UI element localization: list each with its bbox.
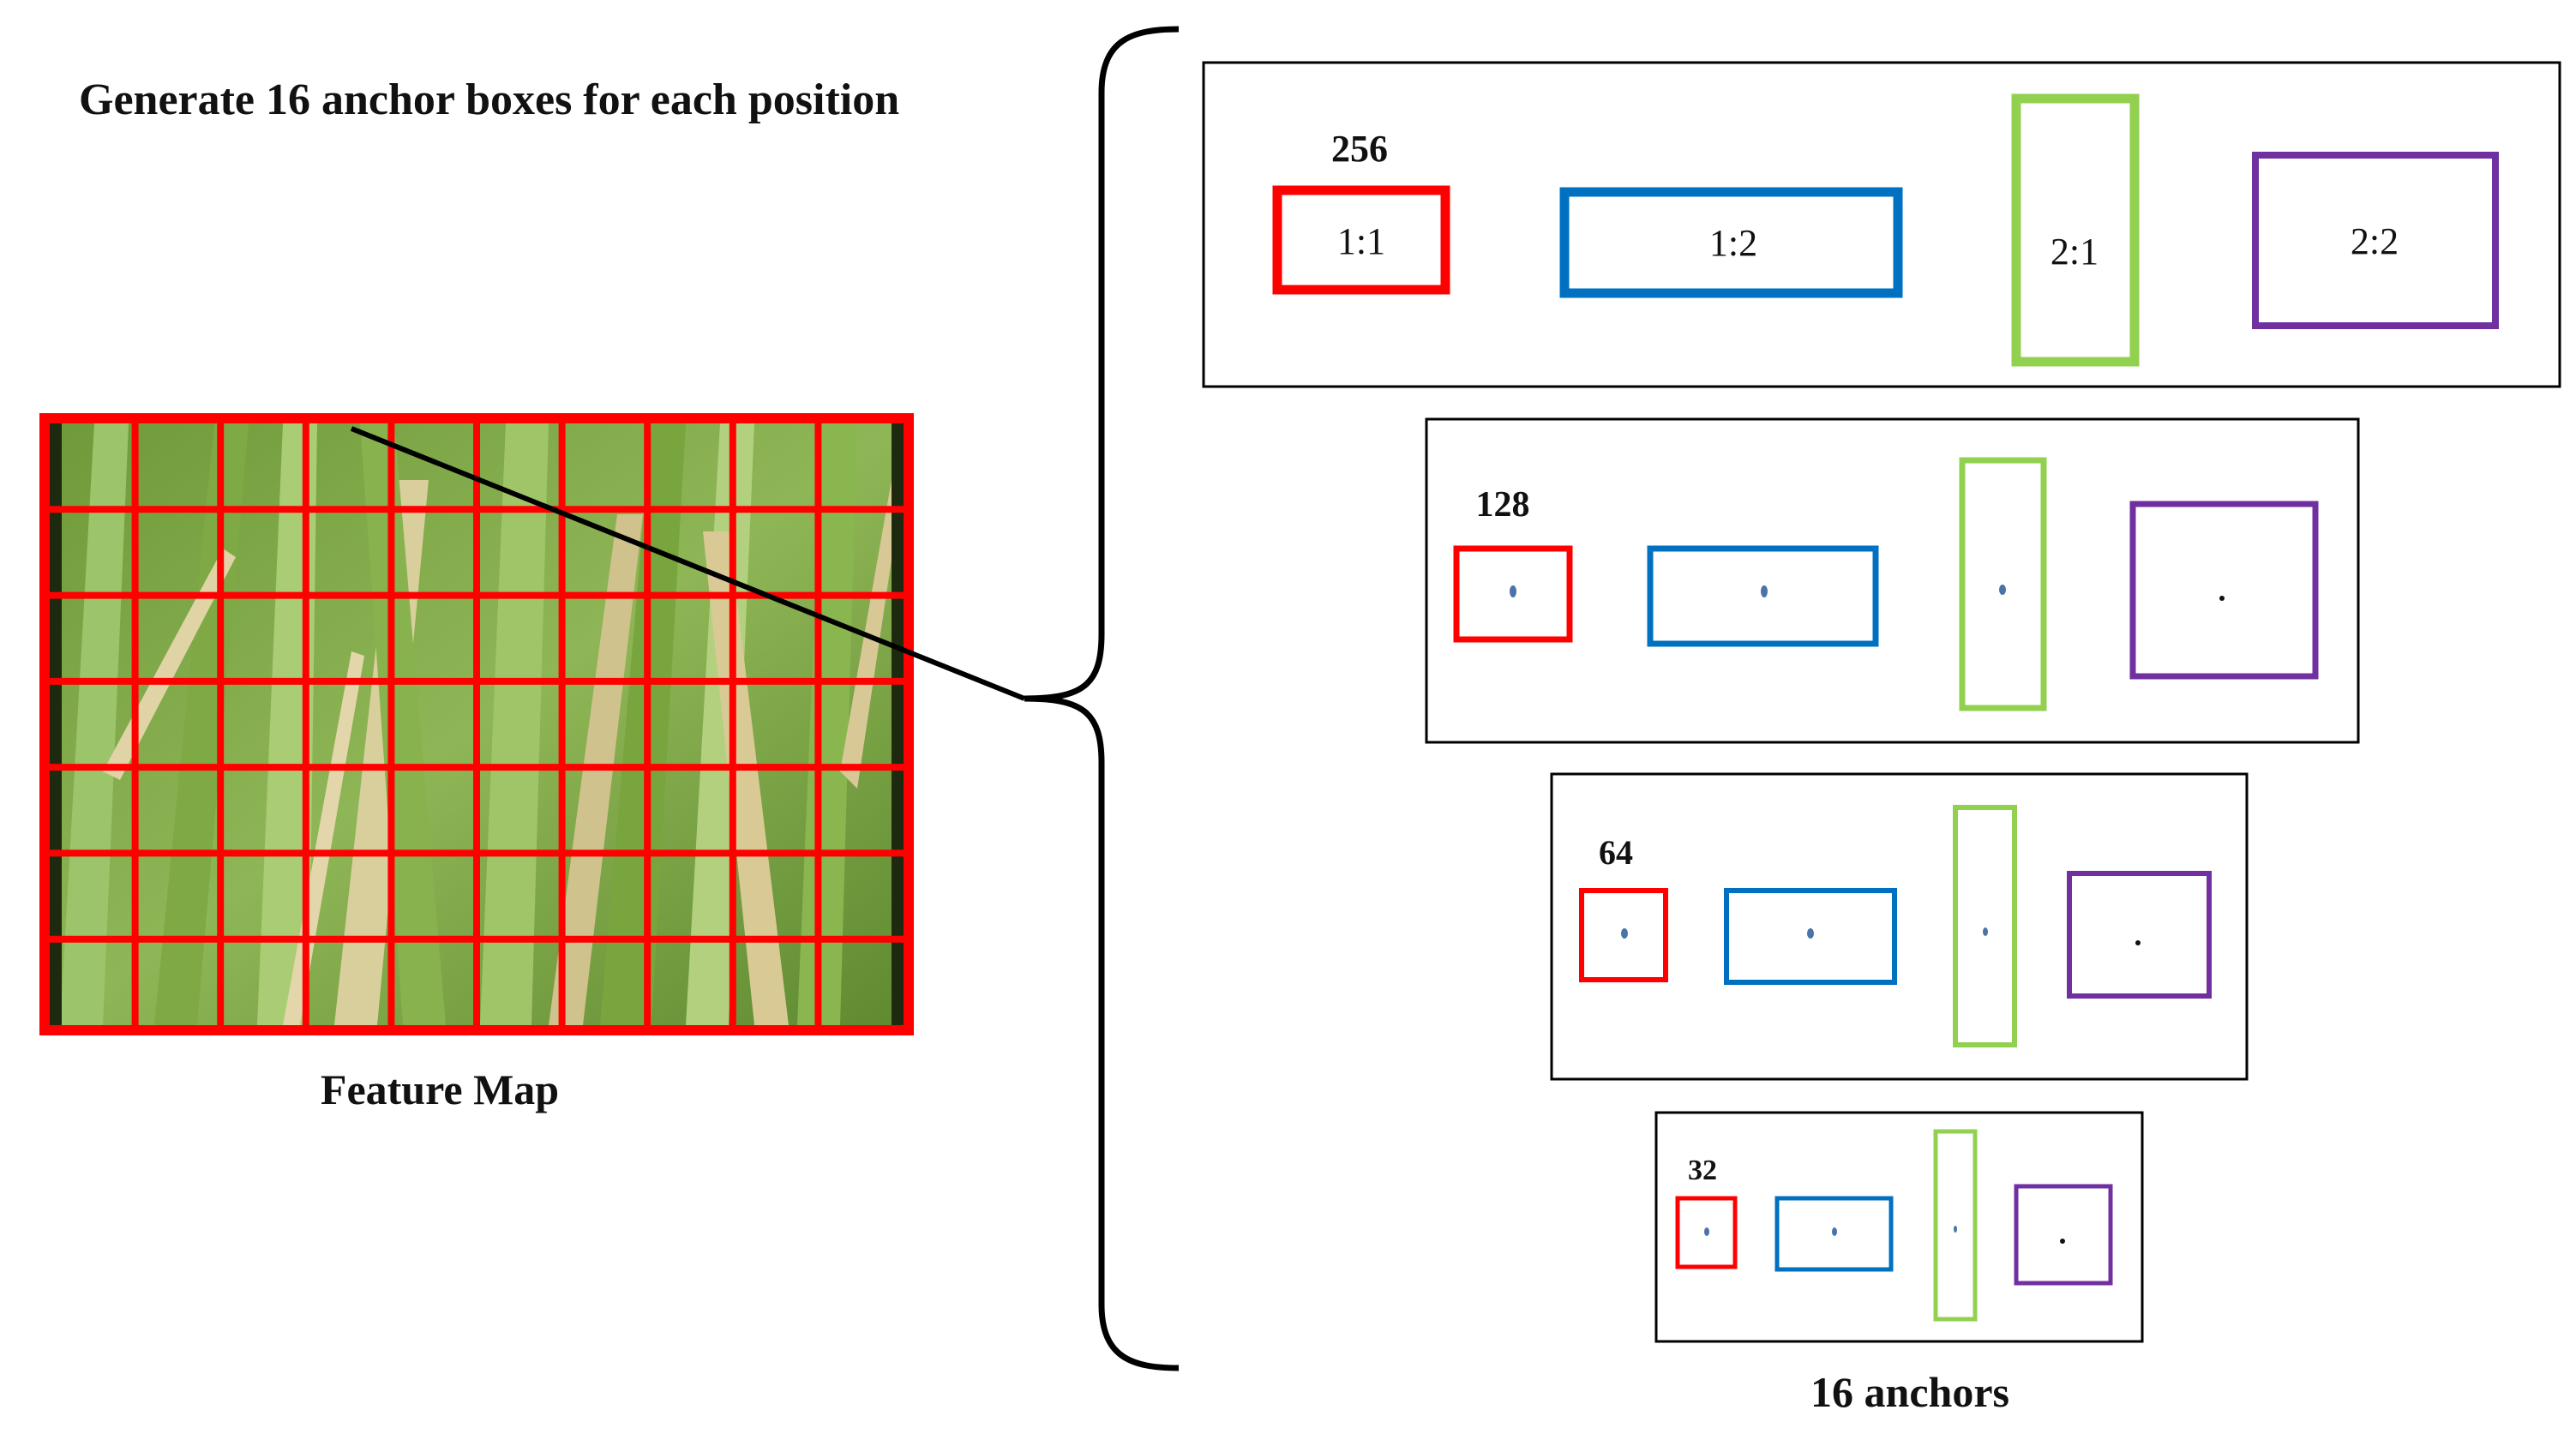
center-dot bbox=[1999, 585, 2006, 595]
center-dot bbox=[2135, 940, 2141, 945]
anchor-box-1-2 bbox=[1774, 1196, 1894, 1272]
scale-size-label: 128 bbox=[1476, 485, 1530, 525]
anchor-box-2-2 bbox=[2252, 152, 2499, 329]
center-dot bbox=[2060, 1239, 2065, 1244]
scale-size-label: 64 bbox=[1599, 833, 1633, 872]
ratio-label-1-2: 1:2 bbox=[1709, 222, 1757, 264]
anchor-box-2-1 bbox=[2011, 93, 2140, 367]
panel-frame bbox=[1654, 1111, 2144, 1343]
anchor-box-1-1 bbox=[1272, 185, 1450, 295]
ratio-label-2-1: 2:1 bbox=[2051, 231, 2099, 273]
diagram-title: Generate 16 anchor boxes for each positi… bbox=[79, 75, 900, 124]
ratio-label-2-2: 2:2 bbox=[2351, 220, 2399, 262]
feature-map-border bbox=[39, 413, 914, 1035]
anchor-box-2-1 bbox=[1959, 457, 2047, 711]
feature-map-grid bbox=[50, 423, 904, 1025]
center-dot bbox=[2219, 596, 2225, 601]
anchor-box-1-2 bbox=[1647, 545, 1879, 647]
anchor-box-2-2 bbox=[2067, 871, 2212, 999]
panel-frame bbox=[1202, 61, 2561, 388]
center-dot bbox=[1621, 928, 1628, 939]
anchor-box-2-1 bbox=[1933, 1129, 1978, 1322]
center-dot bbox=[1807, 928, 1814, 939]
anchor-box-1-2 bbox=[1724, 888, 1897, 985]
anchor-box-1-1 bbox=[1675, 1196, 1738, 1269]
center-dot bbox=[1954, 1226, 1957, 1233]
anchor-box-2-1 bbox=[1953, 805, 2017, 1047]
curly-brace bbox=[1024, 26, 1180, 1371]
anchor-box-1-1 bbox=[1579, 888, 1668, 982]
center-dot bbox=[1704, 1227, 1709, 1236]
anchors-caption: 16 anchors bbox=[1810, 1368, 2009, 1416]
feature-map bbox=[39, 413, 914, 1035]
connector-line bbox=[350, 426, 1026, 701]
panel-frame bbox=[1425, 417, 2360, 744]
scale-panel-32: 32 bbox=[1654, 1111, 2144, 1343]
scale-panel-128: 128 bbox=[1425, 417, 2360, 744]
anchor-box-2-2 bbox=[2014, 1184, 2113, 1286]
feature-map-label: Feature Map bbox=[321, 1065, 559, 1113]
scale-size-label: 32 bbox=[1688, 1155, 1717, 1186]
center-dot bbox=[1761, 585, 1768, 597]
center-dot bbox=[1832, 1227, 1837, 1236]
anchor-box-1-1 bbox=[1453, 545, 1573, 643]
scale-panel-64: 64 bbox=[1550, 772, 2249, 1081]
scale-panel-256: 256 1:1 1:2 2:1 2:2 bbox=[1202, 61, 2561, 388]
anchor-box-2-2 bbox=[2129, 501, 2319, 680]
center-dot bbox=[1510, 585, 1516, 597]
panel-frame bbox=[1550, 772, 2249, 1081]
anchor-box-1-2 bbox=[1559, 187, 1903, 298]
scale-size-label: 256 bbox=[1331, 128, 1388, 170]
center-dot bbox=[1983, 927, 1988, 936]
ratio-label-1-1: 1:1 bbox=[1337, 220, 1385, 262]
